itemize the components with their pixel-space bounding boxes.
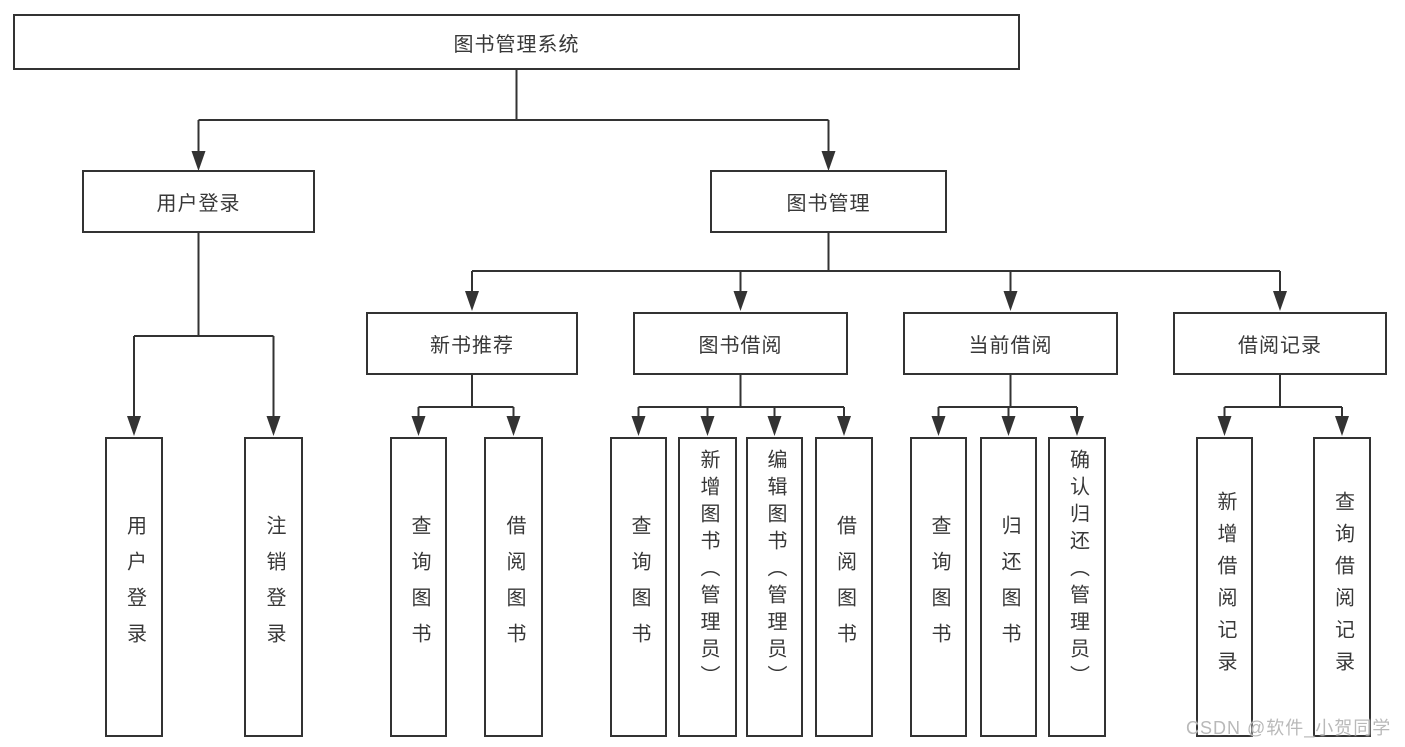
leaf-add-book-admin: 新增图书（管理员）: [678, 437, 737, 737]
node-label: 当前借阅: [968, 335, 1053, 357]
leaf-borrow-books-recommend: 借阅图书: [484, 437, 543, 737]
node-label: 查询图书: [628, 515, 650, 659]
node-label: 借阅图书: [503, 515, 525, 659]
node-book-management: 图书管理: [710, 170, 947, 233]
node-label: 新增图书（管理员）: [697, 449, 719, 692]
node-label: 编辑图书（管理员）: [764, 449, 786, 692]
leaf-query-books-borrowing: 查询图书: [610, 437, 667, 737]
leaf-query-borrow-record: 查询借阅记录: [1313, 437, 1371, 737]
node-label: 新增借阅记录: [1214, 491, 1236, 683]
csdn-watermark: CSDN @软件_小贺同学: [1186, 718, 1392, 738]
node-label: 注销登录: [263, 515, 285, 659]
node-label: 查询图书: [928, 515, 950, 659]
node-label: 归还图书: [998, 515, 1020, 659]
leaf-user-login: 用户登录: [105, 437, 163, 737]
node-borrowing-records: 借阅记录: [1173, 312, 1387, 375]
connector-edges: [133, 70, 1343, 431]
node-label: 图书借阅: [698, 335, 783, 357]
leaf-borrow-books: 借阅图书: [815, 437, 873, 737]
node-label: 借阅记录: [1238, 335, 1322, 357]
arrowheads: [127, 151, 1349, 436]
node-label: 用户登录: [123, 515, 146, 659]
node-label: 借阅图书: [833, 515, 856, 659]
node-label: 新书推荐: [430, 335, 514, 357]
node-book-borrowing: 图书借阅: [633, 312, 848, 375]
leaf-confirm-return-admin: 确认归还（管理员）: [1048, 437, 1106, 737]
node-label: 图书管理系统: [453, 33, 580, 56]
node-label: 图书管理: [786, 193, 871, 215]
node-root: 图书管理系统: [13, 14, 1020, 70]
leaf-logout: 注销登录: [244, 437, 303, 737]
node-new-book-recommend: 新书推荐: [366, 312, 578, 375]
leaf-edit-book-admin: 编辑图书（管理员）: [746, 437, 803, 737]
leaf-add-borrow-record: 新增借阅记录: [1196, 437, 1253, 737]
leaf-return-books: 归还图书: [980, 437, 1037, 737]
node-current-borrowing: 当前借阅: [903, 312, 1118, 375]
leaf-query-books-recommend: 查询图书: [390, 437, 447, 737]
node-user-login: 用户登录: [82, 170, 315, 233]
node-label: 用户登录: [156, 193, 241, 215]
node-label: 查询借阅记录: [1331, 491, 1354, 683]
node-label: 查询图书: [408, 515, 430, 659]
leaf-query-books-current: 查询图书: [910, 437, 967, 737]
node-label: 确认归还（管理员）: [1066, 449, 1089, 692]
